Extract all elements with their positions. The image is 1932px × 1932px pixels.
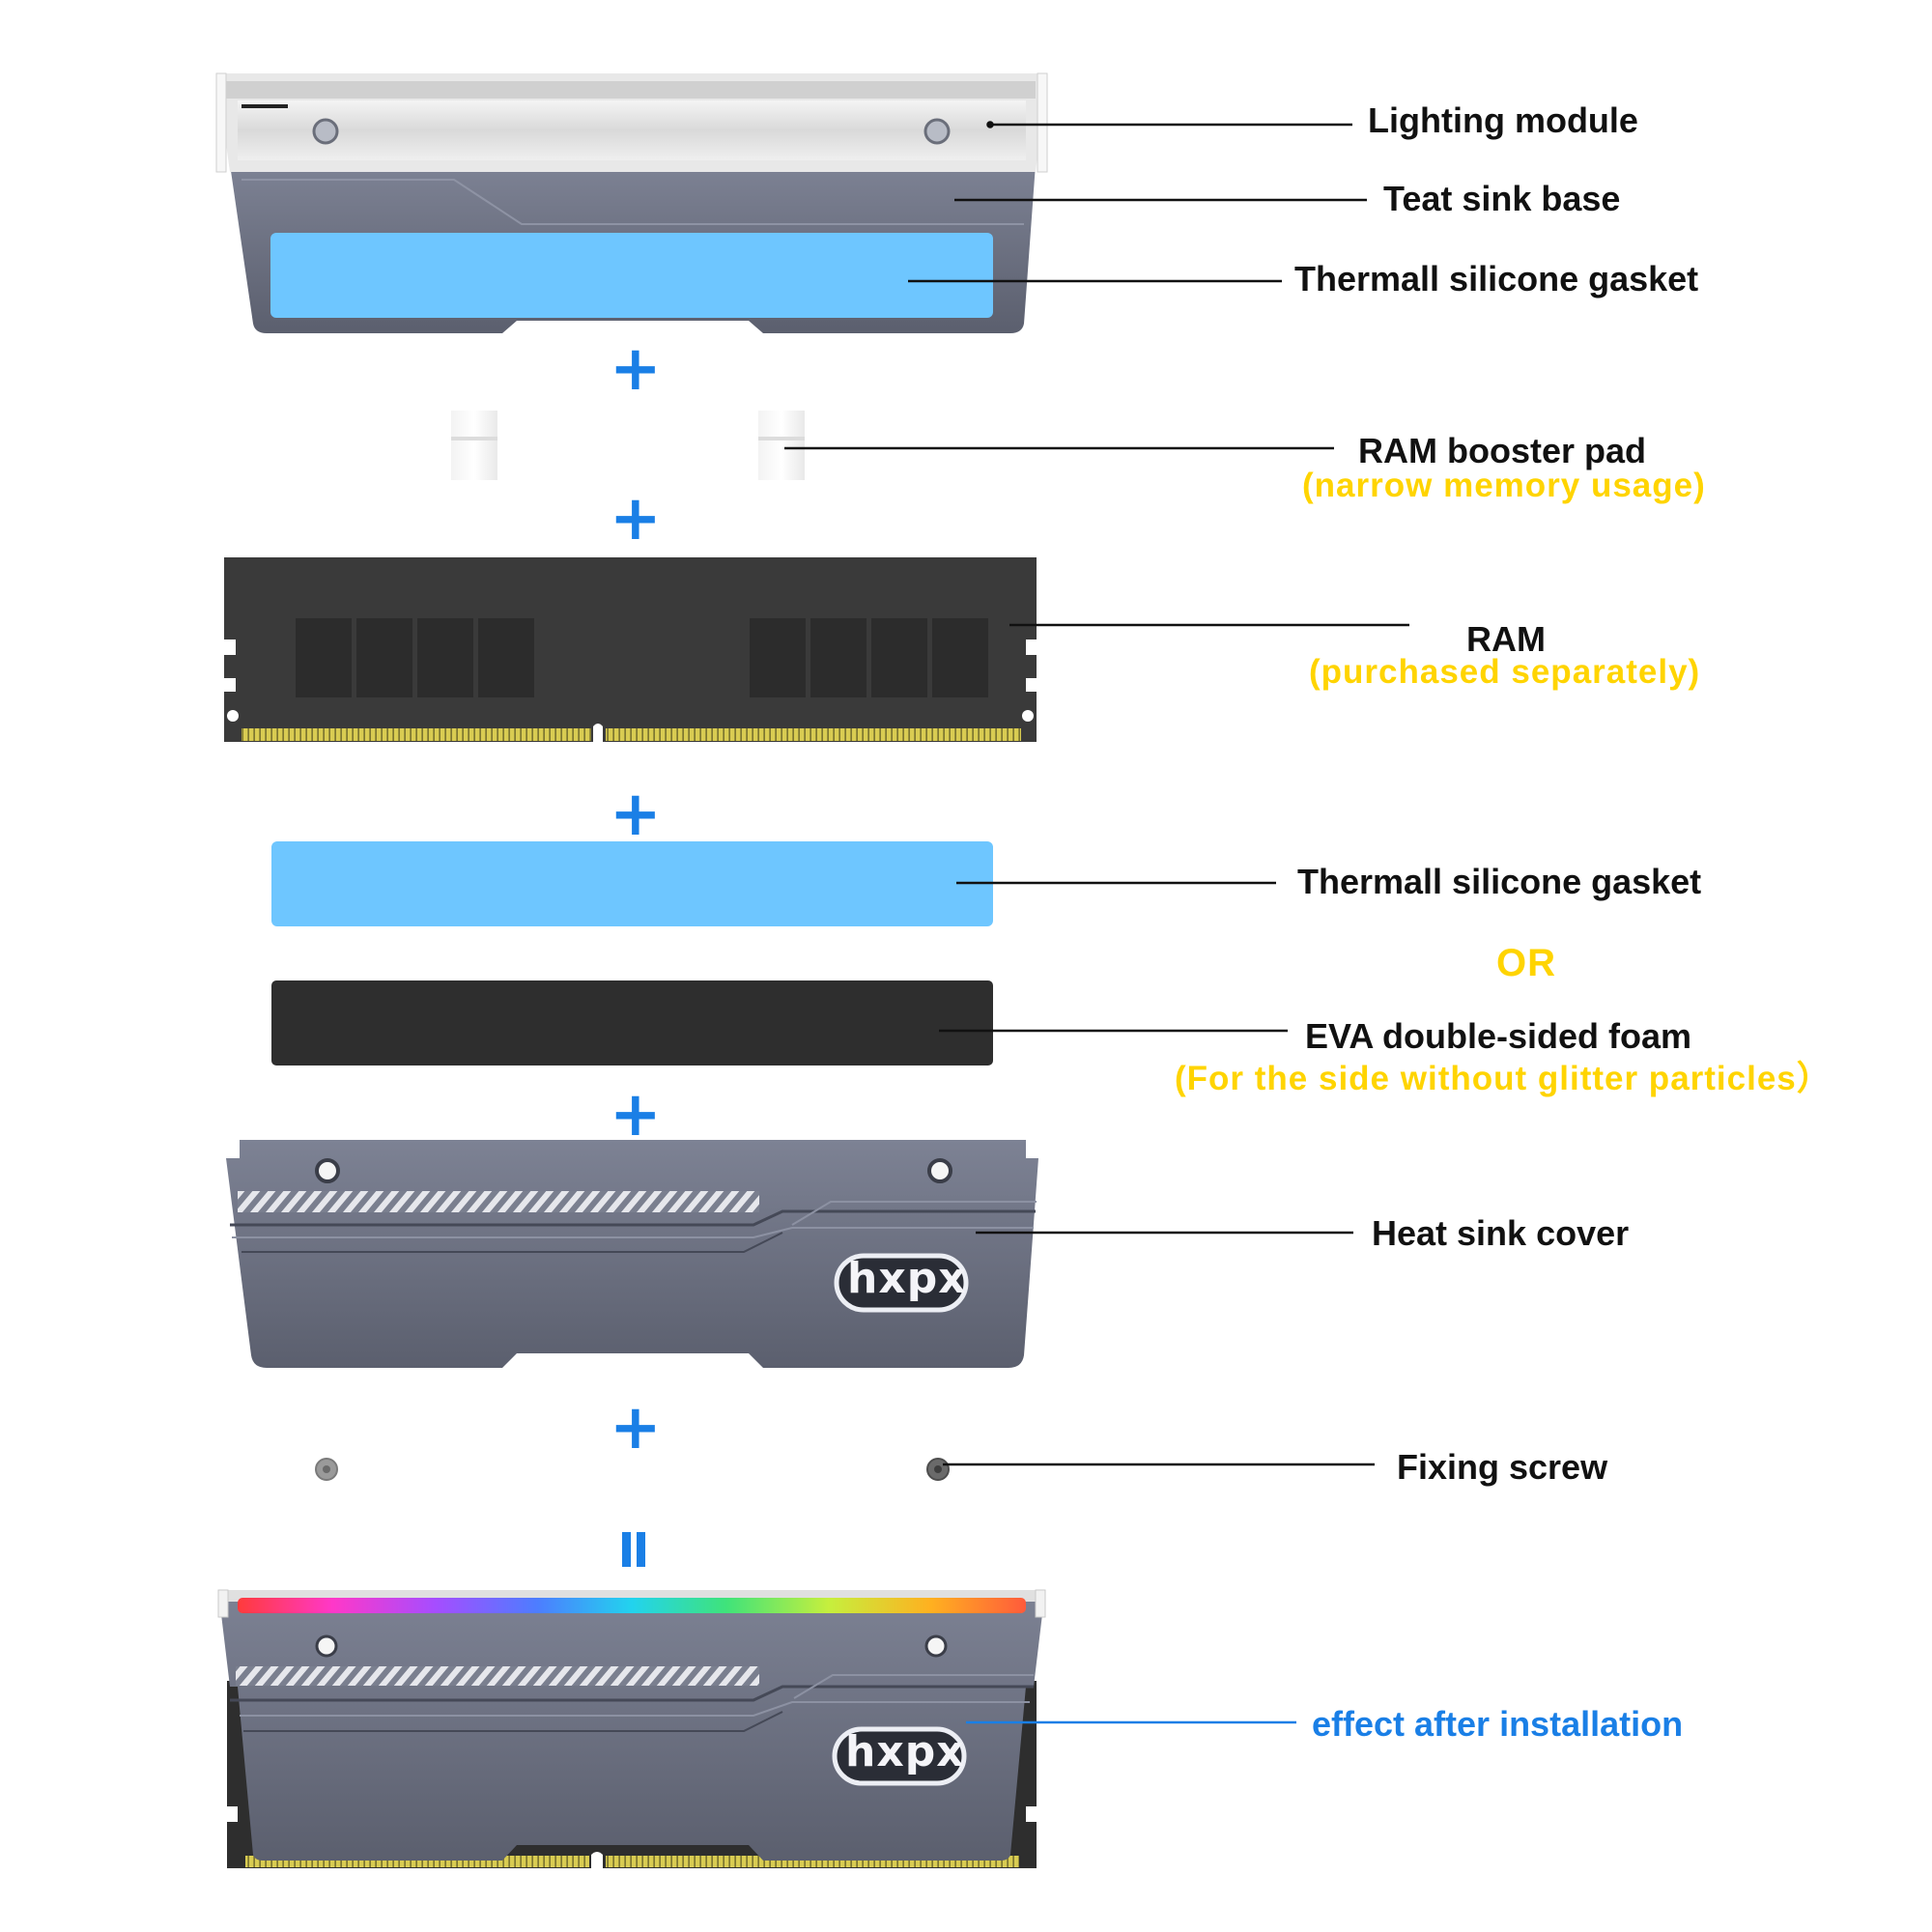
brand-logo-assembled: hxpx bbox=[845, 1727, 965, 1776]
plus-sign-2: + bbox=[610, 483, 662, 554]
label-heat-sink-base: Teat sink base bbox=[1383, 179, 1621, 218]
label-gasket-top: Thermall silicone gasket bbox=[1294, 259, 1699, 298]
lighting-module bbox=[215, 72, 1048, 173]
eva-foam-strip bbox=[271, 980, 993, 1065]
plus-sign-3: + bbox=[610, 779, 662, 850]
plus-sign-4: + bbox=[610, 1079, 662, 1151]
brand-logo-cover: hxpx bbox=[847, 1254, 967, 1303]
note-ram: (purchased separately) bbox=[1309, 653, 1701, 691]
leader-lines bbox=[784, 121, 1409, 1466]
booster-pad-left bbox=[451, 411, 497, 480]
label-lighting-module: Lighting module bbox=[1368, 100, 1638, 140]
note-booster-pad: (narrow memory usage) bbox=[1302, 467, 1706, 504]
fixing-screw-right bbox=[926, 1458, 950, 1481]
label-or: OR bbox=[1496, 942, 1556, 984]
thermal-gasket-top bbox=[270, 233, 993, 318]
label-fixing-screw: Fixing screw bbox=[1397, 1447, 1608, 1487]
label-gasket-bottom: Thermall silicone gasket bbox=[1297, 862, 1702, 901]
ram-module bbox=[224, 557, 1037, 742]
label-effect: effect after installation bbox=[1312, 1704, 1684, 1744]
fixing-screw-left bbox=[315, 1458, 338, 1481]
booster-pad-right bbox=[758, 411, 805, 480]
heat-sink-cover bbox=[226, 1140, 1038, 1368]
label-heat-sink-cover: Heat sink cover bbox=[1372, 1213, 1630, 1253]
label-booster-pad: RAM booster pad bbox=[1358, 431, 1647, 470]
assembled-ram bbox=[217, 1589, 1046, 1868]
plus-sign-5: + bbox=[610, 1392, 662, 1463]
plus-sign-1: + bbox=[610, 333, 662, 405]
equals-sign bbox=[622, 1532, 645, 1567]
thermal-gasket-bottom bbox=[271, 841, 993, 926]
label-ram: RAM bbox=[1466, 619, 1546, 659]
label-eva-foam: EVA double-sided foam bbox=[1305, 1016, 1692, 1056]
note-eva-foam: (For the side without glitter particles） bbox=[1175, 1060, 1832, 1097]
